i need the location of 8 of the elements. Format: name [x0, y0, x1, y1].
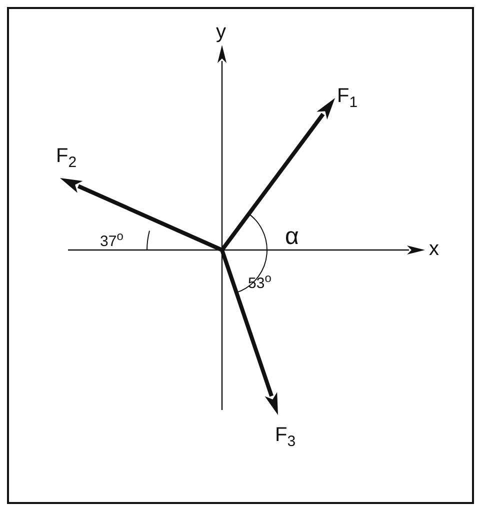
axis-label: y: [216, 22, 226, 42]
angle-label: 53$^{o}$: [248, 272, 272, 291]
angle-label: 37$^{o}$: [100, 230, 124, 249]
axis-label: x: [429, 239, 439, 259]
force-label: F$_{2}$: [56, 146, 77, 170]
force-label: F$_{1}$: [337, 86, 358, 110]
angle-label: α: [285, 225, 299, 249]
force-label: F$_{3}$: [275, 425, 296, 449]
